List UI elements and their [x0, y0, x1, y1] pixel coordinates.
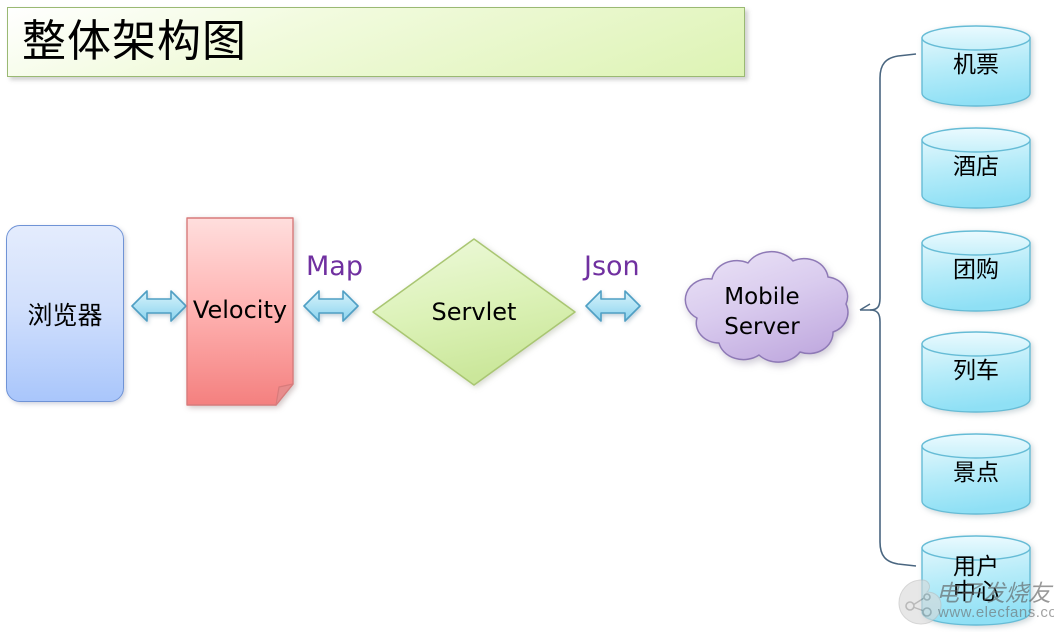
connector-bracket-databases: [859, 53, 917, 567]
node-servlet: [372, 238, 576, 386]
connector-label-json: Json: [584, 251, 640, 282]
connector-label-map: Map: [306, 251, 363, 282]
node-db-user-center: [921, 535, 1031, 626]
page-title: 整体架构图: [22, 16, 247, 67]
node-browser: [6, 225, 124, 402]
node-db-groupon: [921, 230, 1031, 312]
connector-velocity-servlet-arrow: [303, 290, 359, 322]
node-db-attraction: [921, 433, 1031, 515]
connector-browser-velocity-arrow: [131, 290, 187, 322]
node-db-hotel: [921, 127, 1031, 209]
connector-servlet-mobileserver-arrow: [585, 290, 641, 322]
node-db-train: [921, 331, 1031, 413]
node-db-flight: [921, 25, 1031, 107]
page-title-banner: 整体架构图: [7, 7, 745, 77]
node-mobile-server: [684, 250, 849, 363]
node-velocity: [186, 217, 294, 406]
